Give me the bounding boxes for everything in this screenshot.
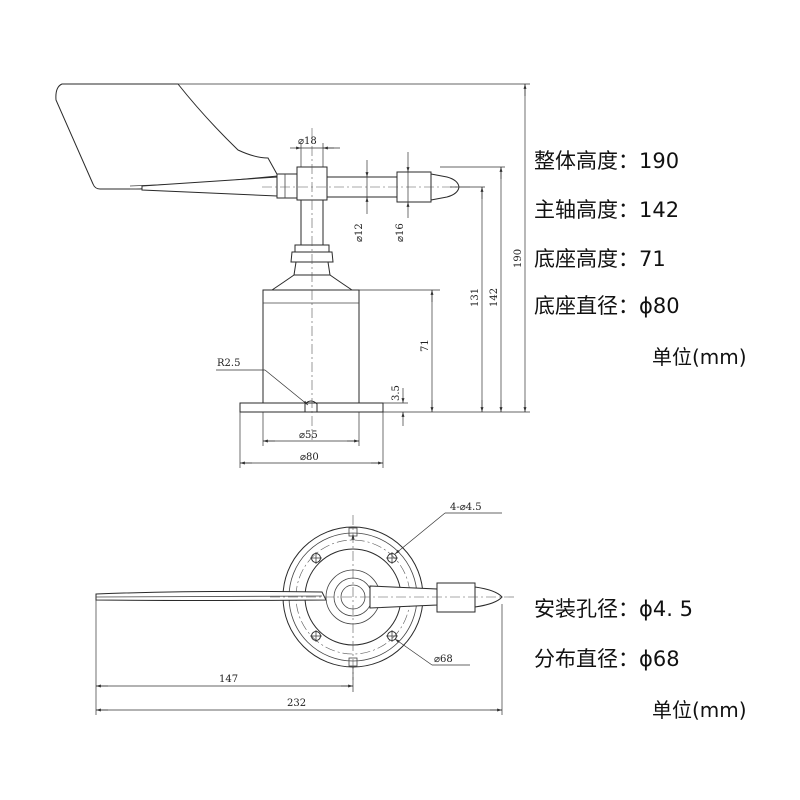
dim-d18: ⌀18: [298, 136, 317, 147]
dim-h142: 142: [489, 288, 500, 307]
dim-holes: 4-⌀4.5: [450, 502, 482, 513]
dim-h3-5: 3.5: [391, 385, 402, 401]
dim-len232: 232: [287, 698, 306, 709]
dim-h190: 190: [513, 249, 524, 268]
mounting-holes: [310, 552, 398, 642]
spec-distribution-diameter: 分布直径：ϕ68: [534, 647, 680, 671]
dim-d12: ⌀12: [354, 223, 365, 242]
unit-label-top: 单位(mm): [652, 345, 747, 369]
dim-d16: ⌀16: [395, 223, 406, 242]
vane-plan: [95, 590, 327, 601]
dim-d68: ⌀68: [434, 654, 453, 665]
spec-base-diameter: 底座直径：ϕ80: [534, 294, 680, 318]
spec-list-bottom: 安装孔径：ϕ4. 5 分布直径：ϕ68 单位(mm): [534, 597, 747, 722]
spec-hole-diameter: 安装孔径：ϕ4. 5: [534, 597, 693, 621]
dim-h71: 71: [420, 339, 431, 352]
elevation-view: ⌀18 ⌀12 ⌀16 190 142 131: [55, 83, 530, 468]
dim-d80: ⌀80: [300, 452, 319, 463]
plan-view: 4-⌀4.5 ⌀68 147 232: [95, 502, 515, 715]
dim-h131: 131: [470, 288, 481, 307]
unit-label-bottom: 单位(mm): [652, 698, 747, 722]
dim-r2-5: R2.5: [217, 358, 240, 369]
spec-shaft-height: 主轴高度：142: [534, 198, 679, 222]
dim-d55: ⌀55: [299, 430, 318, 441]
vane-fin: [55, 83, 279, 190]
spec-base-height: 底座高度：71: [534, 247, 666, 271]
spec-list-top: 整体高度：190 主轴高度：142 底座高度：71 底座直径：ϕ80 单位(mm…: [534, 149, 747, 369]
dim-len147: 147: [219, 674, 238, 685]
base-cylinder: [262, 289, 360, 404]
rod-collar: [276, 173, 298, 199]
flange: [239, 402, 384, 413]
spec-overall-height: 整体高度：190: [534, 149, 679, 173]
